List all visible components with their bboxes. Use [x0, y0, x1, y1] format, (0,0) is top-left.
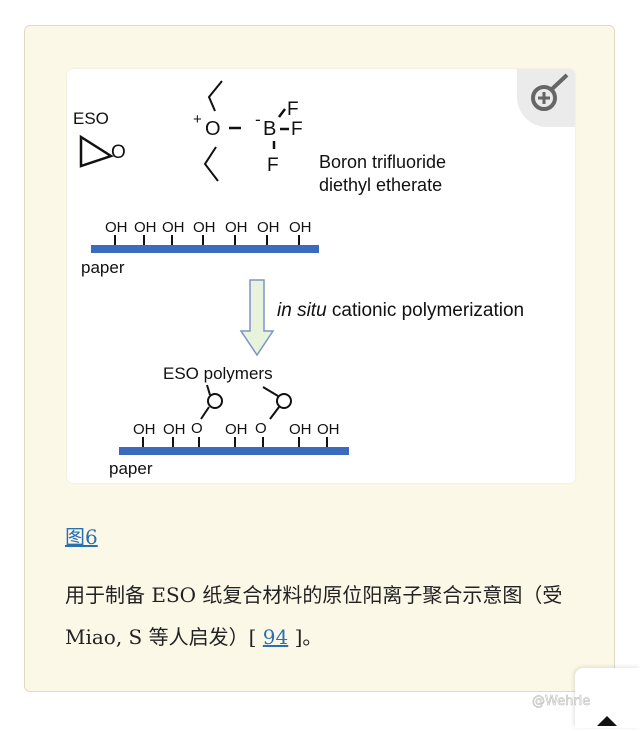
reagent-name-1: Boron trifluoride — [319, 152, 446, 172]
zoom-in-icon — [531, 73, 569, 111]
zoom-button[interactable] — [517, 69, 575, 127]
back-to-top-button[interactable] — [575, 668, 640, 728]
paper-label: paper — [81, 258, 125, 277]
paper-bottom: OH OH OH OH OH O O paper — [109, 384, 349, 478]
oh-group: OH — [317, 421, 340, 438]
ether-o: O — [205, 118, 221, 140]
oh-group: OH — [133, 421, 156, 438]
caption-text: 用于制备 ESO 纸复合材料的原位阳离子聚合示意图（受 Miao, S 等人启发… — [65, 583, 563, 649]
plus-sign: + — [193, 111, 202, 128]
paper-label: paper — [109, 459, 153, 478]
oh-group: OH — [225, 421, 248, 438]
figure-caption: 用于制备 ESO 纸复合材料的原位阳离子聚合示意图（受 Miao, S 等人启发… — [65, 574, 585, 658]
minus-sign: - — [255, 110, 261, 129]
oh-group: OH — [193, 219, 216, 236]
oh-group: OH — [163, 421, 186, 438]
fluorine-right: F — [291, 119, 303, 140]
epoxide-o: O — [111, 142, 126, 163]
oh-group: OH — [134, 219, 157, 236]
fluorine-bottom: F — [267, 155, 279, 176]
reference-link[interactable]: 94 — [262, 625, 289, 649]
linked-o-1: O — [191, 420, 203, 437]
caption-end: ]。 — [288, 625, 323, 649]
paper-top: OH OH OH OH OH OH OH paper — [81, 219, 319, 277]
figure-link[interactable]: 图6 — [65, 525, 98, 549]
down-arrow — [239, 279, 275, 357]
linked-o-2: O — [255, 420, 267, 437]
figure-card: ESO O + O - B F F F Boron trifluoride di… — [24, 25, 615, 692]
boron: B — [263, 118, 276, 140]
ethyl-bottom — [203, 146, 219, 182]
epoxide-ring — [79, 134, 114, 168]
reaction-diagram: ESO O + O - B F F F Boron trifluoride di… — [73, 80, 524, 478]
oh-group: OH — [289, 421, 312, 438]
figure-image[interactable]: ESO O + O - B F F F Boron trifluoride di… — [67, 69, 575, 483]
process-label: in situ cationic polymerization — [277, 300, 524, 321]
watermark: @Wehrle — [532, 694, 591, 710]
oh-group: OH — [162, 219, 185, 236]
arrow-up-icon — [597, 716, 617, 726]
eso-label: ESO — [73, 109, 109, 128]
oh-group: OH — [289, 219, 312, 236]
fluorine-top: F — [287, 99, 299, 120]
ethyl-top — [207, 80, 223, 112]
oh-group: OH — [257, 219, 280, 236]
reagent-name-2: diethyl etherate — [319, 175, 442, 195]
polymers-label: ESO polymers — [163, 364, 273, 383]
oh-group: OH — [105, 219, 128, 236]
oh-group: OH — [225, 219, 248, 236]
